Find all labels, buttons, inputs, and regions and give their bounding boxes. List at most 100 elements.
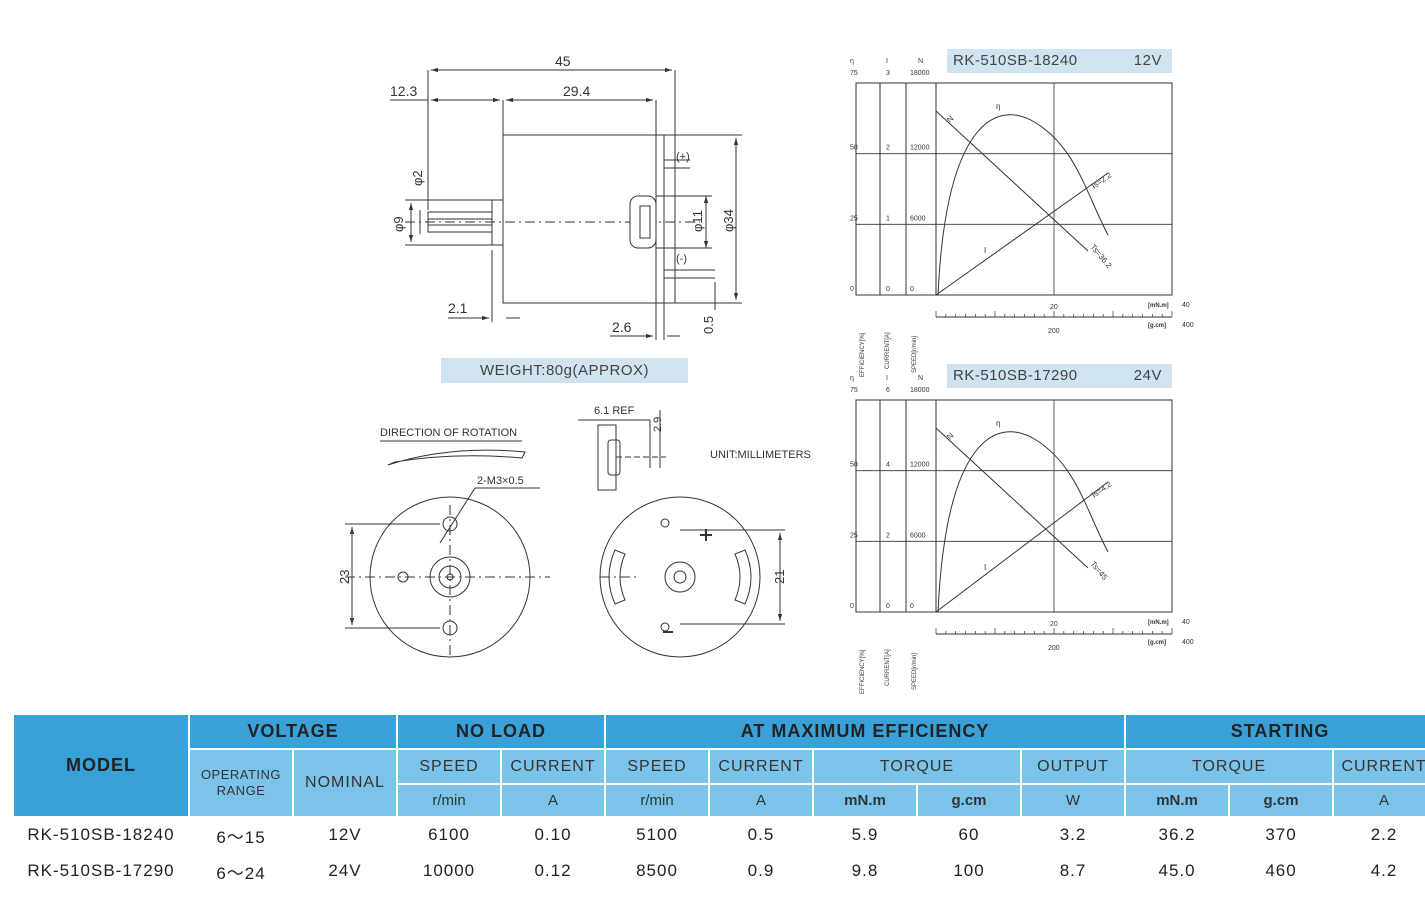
chart1-eff-tick: 0 (850, 286, 854, 293)
chart1-current-line (935, 172, 1109, 296)
row2-nl-current: 0.12 (500, 852, 606, 890)
chart2-current-line (935, 481, 1109, 613)
chart2-spd-tick: 18000 (910, 387, 930, 394)
weight-label: WEIGHT:80g(APPROX) (441, 358, 688, 383)
chart1-cur-tick: 1 (886, 215, 890, 222)
table-row: RK-510SB-17290 6～24 24V 10000 0.12 8500 … (12, 852, 1425, 890)
dim-2-6: 2.6 (612, 319, 632, 335)
chart2-x-tick-label-mnm: 20 (1050, 621, 1058, 628)
dim-phi2: φ2 (410, 170, 425, 186)
row1-st-torque-mnm: 36.2 (1124, 816, 1231, 854)
row1-operating-range: 6～15 (188, 816, 294, 854)
header-me-speed: SPEED (604, 748, 710, 785)
minus-terminal-label: (-) (676, 253, 687, 265)
row2-nl-speed: 10000 (396, 852, 502, 890)
chart2-axis-title-spd: SPEED[r/min] (912, 653, 918, 690)
rotation-arrow (387, 449, 526, 466)
chart1-axis-title-eff: EFFICIENCY[%] (860, 332, 866, 377)
unit-st-current: A (1332, 783, 1425, 818)
dim-29-4: 29.4 (563, 83, 590, 99)
chart1-unit-mnm: [mN.m] (1148, 303, 1169, 309)
header-me-current: CURRENT (708, 748, 814, 785)
chart2-eff-tick: 25 (850, 532, 858, 539)
chart1-spd-tick: 18000 (910, 70, 930, 77)
chart2-model: RK-510SB-17290 (953, 367, 1078, 384)
chart1-curve-label-eta: η (996, 102, 1000, 111)
chart2-speed-line (935, 427, 1089, 569)
header-starting: STARTING (1124, 713, 1425, 750)
chart2-eff-tick: 50 (850, 462, 858, 469)
header-nl-speed: SPEED (396, 748, 502, 785)
chart2-is-label: Is=4.2 (1090, 479, 1114, 499)
chart1-cur-symbol: I (886, 58, 888, 65)
header-me-torque: TORQUE (812, 748, 1022, 785)
chart1-unit-gcm: [g.cm] (1148, 323, 1166, 329)
chart2-cur-symbol: I (886, 375, 888, 382)
unit-me-speed: r/min (604, 783, 710, 818)
rotation-label: DIRECTION OF ROTATION (380, 427, 517, 439)
chart2-voltage: 24V (1133, 367, 1162, 384)
screw-holes-label: 2-M3×0.5 (477, 475, 524, 487)
header-nl-current: CURRENT (500, 748, 606, 785)
chart2-unit-mnm: [mN.m] (1148, 620, 1169, 626)
chart1-eff-symbol: η (850, 58, 854, 65)
chart2-ts-label: Ts=45 (1088, 560, 1109, 583)
row1-nominal: 12V (292, 816, 398, 854)
chart2-x-tick-label-mnm: 40 (1182, 619, 1190, 626)
chart1-x-tick-label-mnm: 20 (1050, 304, 1058, 311)
header-st-current: CURRENT (1332, 748, 1425, 785)
chart2-curve-label-n: N (945, 431, 956, 442)
chart2-curve-label-eta: η (996, 419, 1000, 428)
unit-me-output: W (1019, 783, 1127, 818)
chart2-curve-label-i: I (984, 563, 986, 572)
chart1-x-tick-label-gcm: 400 (1182, 322, 1194, 329)
unit-me-current: A (708, 783, 814, 818)
chart2-eff-symbol: η (850, 375, 854, 382)
chart1-eff-tick: 75 (850, 70, 858, 77)
row1-nl-speed: 6100 (396, 816, 502, 854)
chart1-spd-tick: 0 (910, 286, 914, 293)
chart1-cur-tick: 0 (886, 286, 890, 293)
unit-nl-speed: r/min (396, 783, 502, 818)
chart2-frame (855, 399, 1173, 613)
chart1-curve-label-i: I (984, 246, 986, 255)
header-nominal: NOMINAL (292, 748, 398, 818)
chart2-spd-tick: 0 (910, 603, 914, 610)
chart1-efficiency-curve (937, 114, 1109, 296)
unit-me-torque-mnm: mN.m (812, 783, 918, 818)
row1-st-torque-gcm: 370 (1228, 816, 1335, 854)
chart1-spd-tick: 6000 (910, 215, 926, 222)
chart2-efficiency-curve (937, 431, 1109, 613)
plus-terminal-label: (+) (676, 151, 690, 163)
dim-45: 45 (555, 53, 571, 69)
chart2-x-tick-label-gcm: 200 (1048, 645, 1060, 652)
header-row-3: r/min A r/min A mN.m g.cm W mN.m g.cm A (13, 783, 1425, 818)
unit-st-torque-gcm: g.cm (1228, 783, 1335, 818)
row1-model: RK-510SB-18240 (12, 816, 190, 854)
table-row: RK-510SB-18240 6～15 12V 6100 0.10 5100 0… (12, 816, 1425, 854)
chart1-spd-tick: 12000 (910, 145, 930, 152)
row2-nominal: 24V (292, 852, 398, 890)
chart1-cur-tick: 2 (886, 145, 890, 152)
chart2-eff-tick: 0 (850, 603, 854, 610)
dim-23: 23 (337, 570, 352, 584)
chart2-unit-gcm: [g.cm] (1148, 640, 1166, 646)
chart2-x-tick-label-gcm: 400 (1182, 639, 1194, 646)
chart1-model: RK-510SB-18240 (953, 52, 1078, 69)
header-model: MODEL (12, 713, 190, 818)
chart1-speed-line (935, 110, 1089, 252)
dim-phi9: φ9 (391, 216, 406, 232)
dim-phi34: φ34 (721, 209, 736, 232)
chart1-curve-label-n: N (945, 114, 956, 125)
chart2-cur-tick: 4 (886, 462, 890, 469)
header-st-torque: TORQUE (1124, 748, 1335, 785)
dim-2-1: 2.1 (448, 300, 468, 316)
row1-me-torque-gcm: 60 (916, 816, 1022, 854)
row2-me-torque-mnm: 9.8 (812, 852, 918, 890)
row1-me-current: 0.5 (708, 816, 814, 854)
chart1-ts-label: Ts=36.2 (1088, 243, 1113, 271)
chart2-cur-tick: 2 (886, 532, 890, 539)
row2-me-torque-gcm: 100 (916, 852, 1022, 890)
chart1-axis-title-spd: SPEED[r/min] (912, 336, 918, 373)
header-voltage: VOLTAGE (188, 713, 398, 750)
